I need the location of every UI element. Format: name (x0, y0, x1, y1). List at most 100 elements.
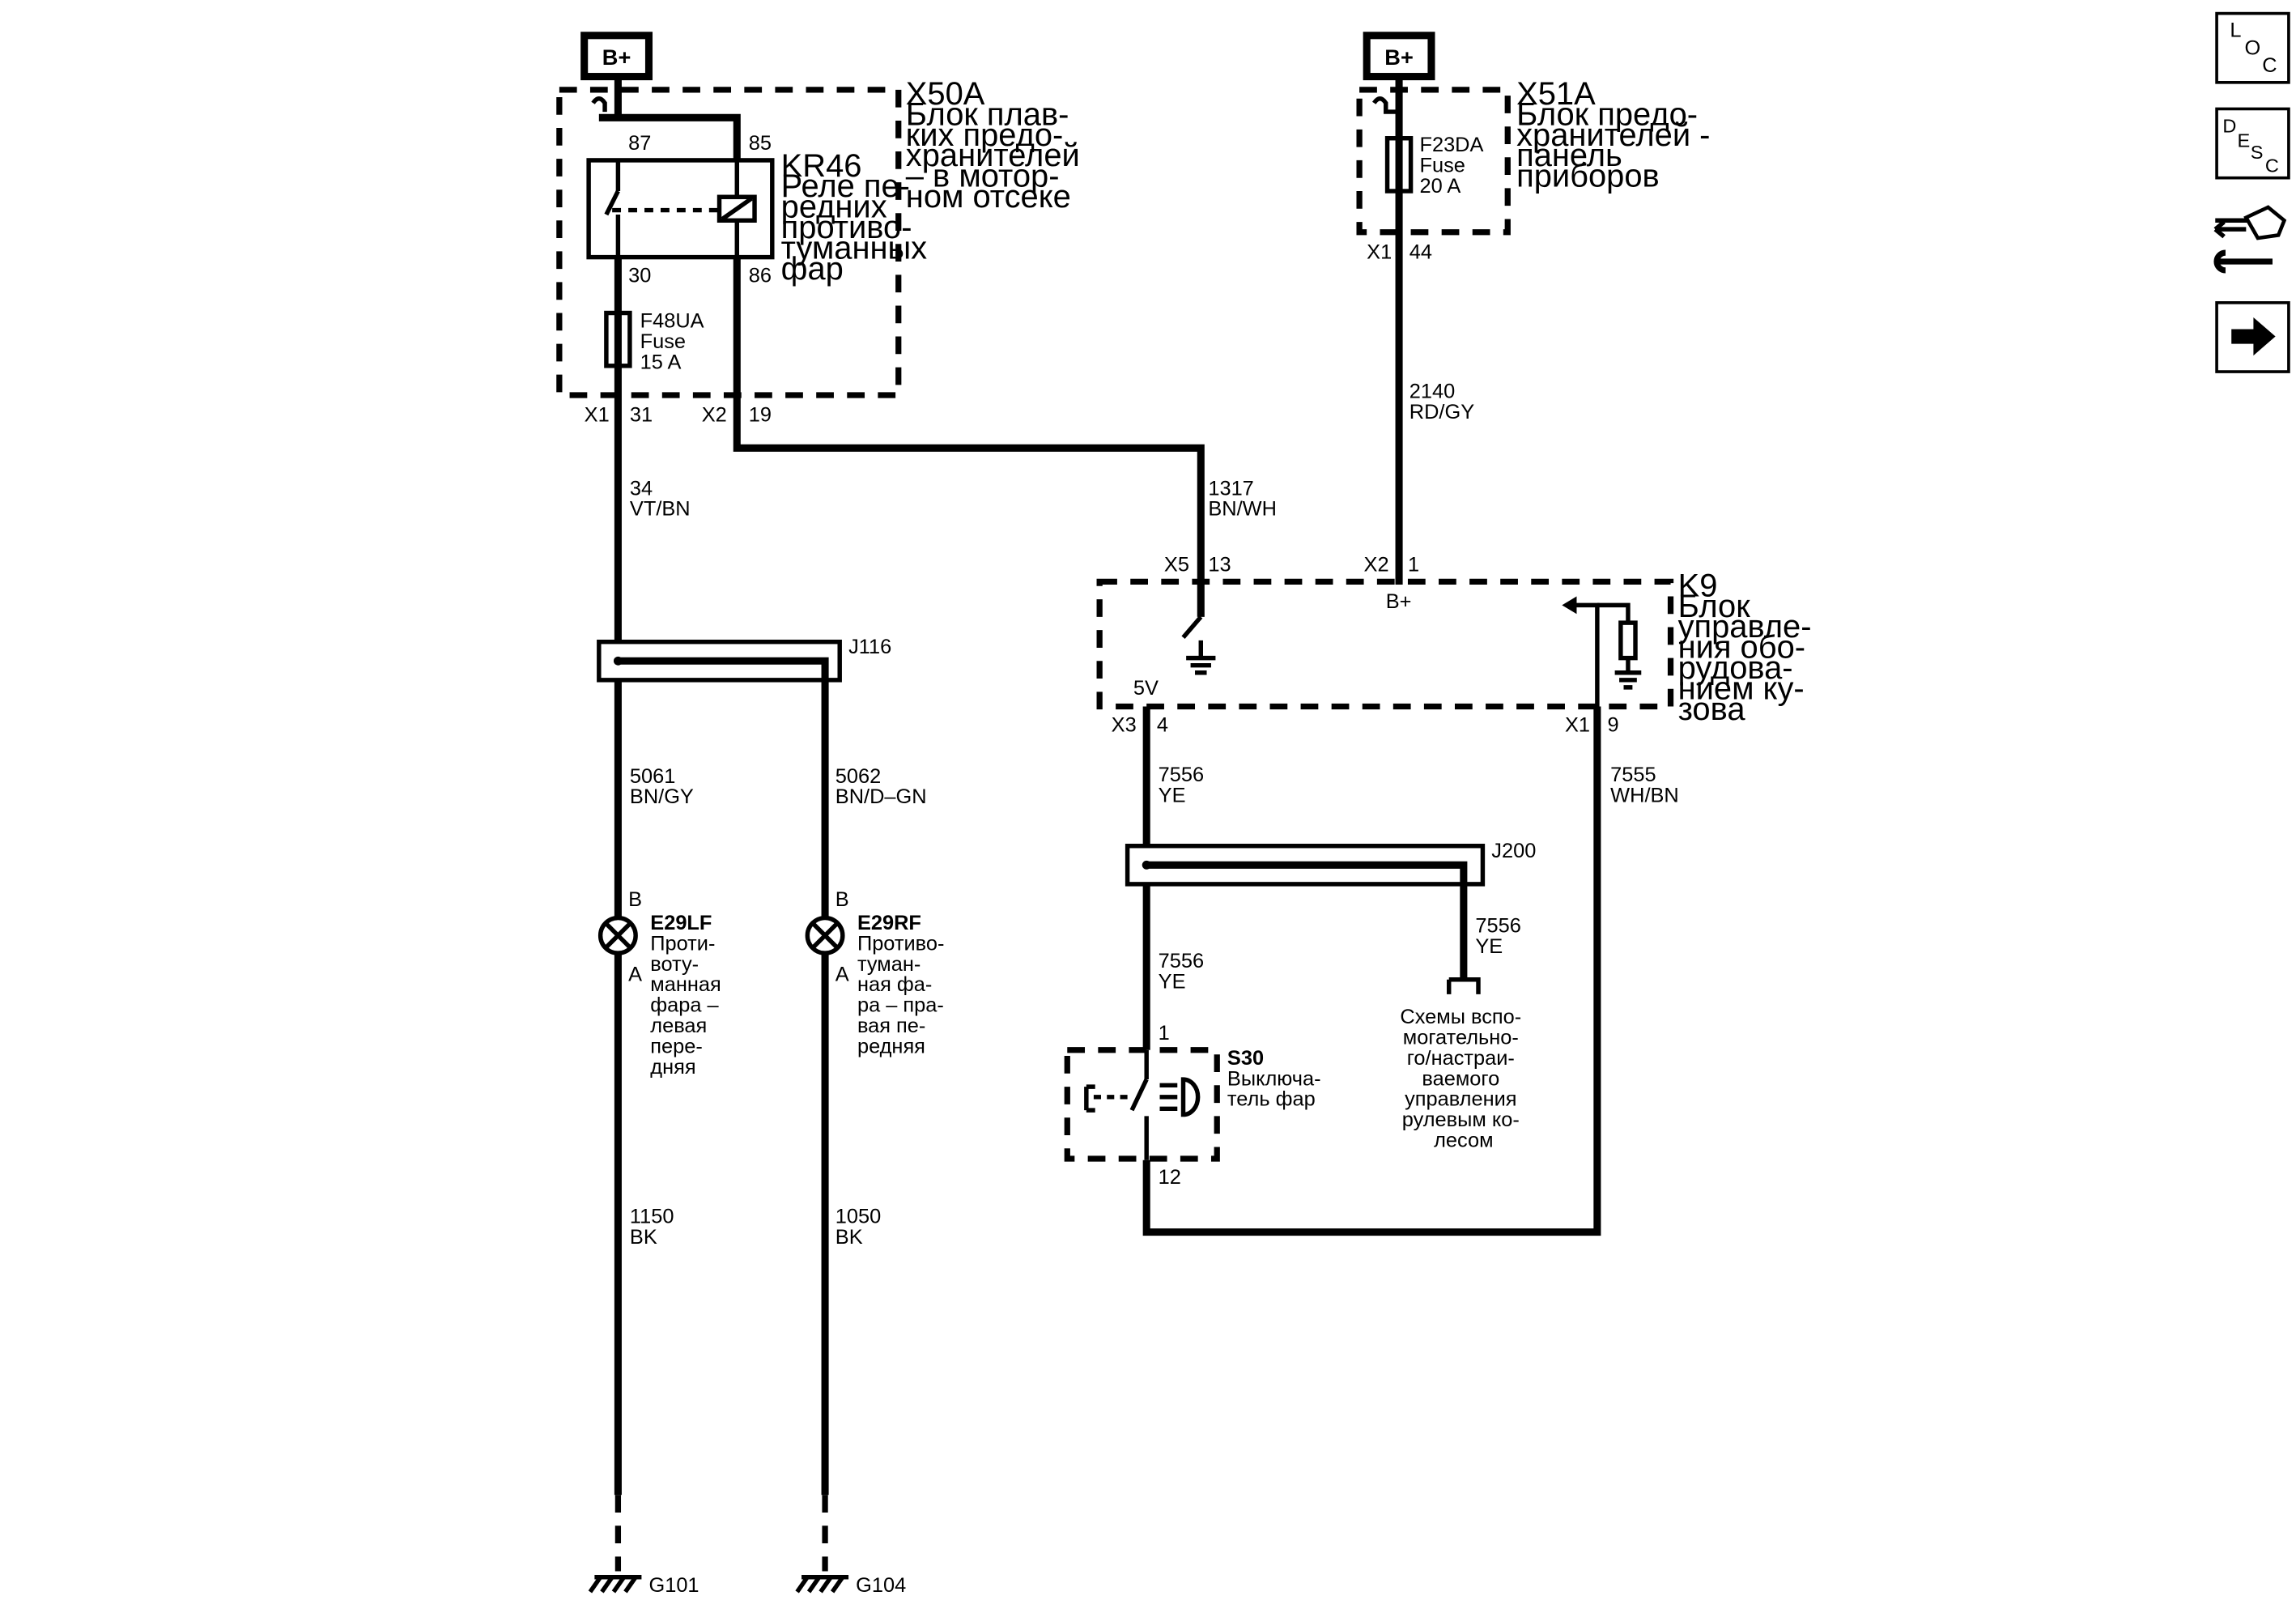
j116-label: J116 (848, 636, 891, 658)
svg-text:O: O (2245, 36, 2261, 59)
wire-2140-num: 2140 (1409, 381, 1455, 403)
lamp-right-desc: Противо- туман- ная фа- ра – пра- вая пе… (857, 932, 950, 1057)
wire-7556a-color: YE (1159, 784, 1186, 806)
lamp-left-pin-a: A (628, 964, 642, 986)
relay-id: KR46 (781, 148, 862, 184)
j200-label: J200 (1491, 840, 1536, 862)
wire-7556a-num: 7556 (1159, 764, 1204, 786)
x51a-desc: Блок предо- хранителей - панель приборов (1516, 96, 1719, 194)
wire-5062-num: 5062 (835, 765, 881, 788)
svg-text:L: L (2230, 19, 2241, 42)
x51a-pin-44: 44 (1409, 240, 1432, 263)
steering-circuit-desc: Схемы вспо- могательно- го/настраи- ваем… (1400, 1006, 1527, 1151)
x50a-desc: Блок плав- ких предо- хранителей – в мот… (906, 96, 1089, 215)
supply-left: B+ (580, 32, 653, 81)
wire-1317-num: 1317 (1208, 477, 1253, 500)
supply-left-label: B+ (602, 45, 631, 70)
lamp-e29rf: B A E29RF Противо- туман- ная фа- ра – п… (805, 888, 950, 1057)
relay-kr46: 87 85 30 86 KR46 Реле пе- редних противо… (586, 96, 937, 287)
connector-tool-icon (2213, 205, 2287, 274)
wire-7556b-num: 7556 (1159, 950, 1204, 972)
wire-7555-color: WH/BN (1610, 784, 1679, 806)
fuse-f48-id: F48UA (640, 310, 704, 333)
wire-2140-color: RD/GY (1409, 401, 1474, 423)
ground-g101-label: G101 (648, 1574, 699, 1597)
fuse-f48-rating: 15 A (640, 351, 682, 373)
x50a-pin-31: 31 (630, 404, 653, 427)
k9-pin-4: 4 (1157, 713, 1168, 736)
wire-7556b-color: YE (1159, 971, 1186, 994)
wire-5062-color: BN/D–GN (835, 785, 927, 808)
fuse-f48ua: F48UA Fuse 15 A (604, 257, 704, 373)
svg-text:S: S (2251, 142, 2264, 163)
relay-pin-87: 87 (628, 132, 651, 155)
lamp-left-pin-b: B (628, 888, 642, 911)
svg-text:C: C (2262, 54, 2277, 77)
k9-5v: 5V (1133, 677, 1159, 700)
x51a-id: X51A (1516, 76, 1596, 112)
fuse-f23-id: F23DA (1419, 134, 1483, 156)
relay-pin-86: 86 (749, 264, 772, 287)
wire-5061-num: 5061 (630, 765, 675, 788)
lamp-right-id: E29RF (857, 912, 921, 934)
svg-text:E: E (2237, 130, 2250, 151)
wire-1317-color: BN/WH (1208, 498, 1277, 521)
wire-1150-num: 1150 (630, 1206, 674, 1228)
splice-j116: J116 (597, 636, 891, 683)
k9-pin-x2: X2 (1364, 554, 1389, 577)
x50a-id: X50A (906, 76, 985, 112)
connector-tool-button[interactable] (2213, 199, 2294, 279)
lamp-left-id: E29LF (650, 912, 712, 934)
wire-7555-num: 7555 (1610, 764, 1656, 786)
relay-desc: Реле пе- редних противо- туманных фар (781, 168, 937, 287)
fuse-f23-type: Fuse (1419, 154, 1465, 177)
k9-pin-13: 13 (1208, 554, 1231, 577)
ground-g104-label: G104 (856, 1574, 906, 1597)
svg-text:D: D (2222, 115, 2236, 136)
wire-34-num: 34 (630, 477, 653, 500)
fuse-block-x50a: X50A Блок плав- ких предо- хранителей – … (556, 76, 1089, 398)
wire-1150-color: BK (630, 1226, 657, 1249)
ground-g101: G101 (588, 1495, 699, 1597)
k9-pin-x3: X3 (1112, 713, 1137, 736)
x51a-pin-x1: X1 (1367, 240, 1392, 263)
k9-pin-x1: X1 (1565, 713, 1590, 736)
wire-1050-color: BK (835, 1226, 863, 1249)
wire-7556c-color: YE (1475, 935, 1503, 958)
lamp-right-pin-a: A (835, 964, 849, 986)
fuse-f48-type: Fuse (640, 330, 686, 353)
ground-g104: G104 (795, 1495, 906, 1597)
k9-pin-x5: X5 (1164, 554, 1189, 577)
switch-s30: 1 12 S30 Выключа- тель фар (1064, 1022, 1327, 1189)
loc-button[interactable]: L O C (2215, 11, 2290, 84)
wire-7556c-num: 7556 (1475, 915, 1520, 938)
fog-lamp-icon (1159, 1077, 1201, 1117)
splice-j200: J200 (1125, 840, 1536, 887)
wire-5061-color: BN/GY (630, 785, 694, 808)
k9-pin-1: 1 (1408, 554, 1419, 577)
lamp-e29lf: B A E29LF Проти- воту- манная фара – лев… (597, 888, 727, 1079)
supply-right-label: B+ (1384, 45, 1414, 70)
next-button[interactable] (2215, 301, 2290, 373)
k9-bplus: B+ (1386, 590, 1412, 613)
fuse-block-x51a: F23DA Fuse 20 A X51A Блок предо- храните… (1356, 76, 1719, 236)
x50a-pin-x1: X1 (585, 404, 610, 427)
k9-id: K9 (1678, 568, 1718, 603)
k9-desc: Блок управле- ния обо- рудова- нием ку- … (1678, 589, 1821, 727)
svg-text:C: C (2265, 155, 2279, 176)
module-k9: X5 13 X2 1 B+ 5V X3 4 X1 9 K9 Блок управ… (1096, 554, 1821, 736)
lamp-right-pin-b: B (835, 888, 849, 911)
desc-button[interactable]: D E S C (2215, 107, 2290, 180)
supply-right: B+ (1363, 32, 1435, 81)
wire-1050-num: 1050 (835, 1206, 881, 1228)
lamp-left-desc: Проти- воту- манная фара – левая пере- д… (650, 932, 727, 1078)
relay-pin-85: 85 (749, 132, 772, 155)
k9-pin-9: 9 (1608, 713, 1619, 736)
s30-pin-1: 1 (1159, 1022, 1170, 1045)
x50a-pin-19: 19 (749, 404, 772, 427)
wire-34-color: VT/BN (630, 498, 691, 521)
relay-pin-30: 30 (628, 264, 651, 287)
x50a-pin-x2: X2 (702, 404, 727, 427)
s30-desc: Выключа- тель фар (1227, 1067, 1327, 1110)
